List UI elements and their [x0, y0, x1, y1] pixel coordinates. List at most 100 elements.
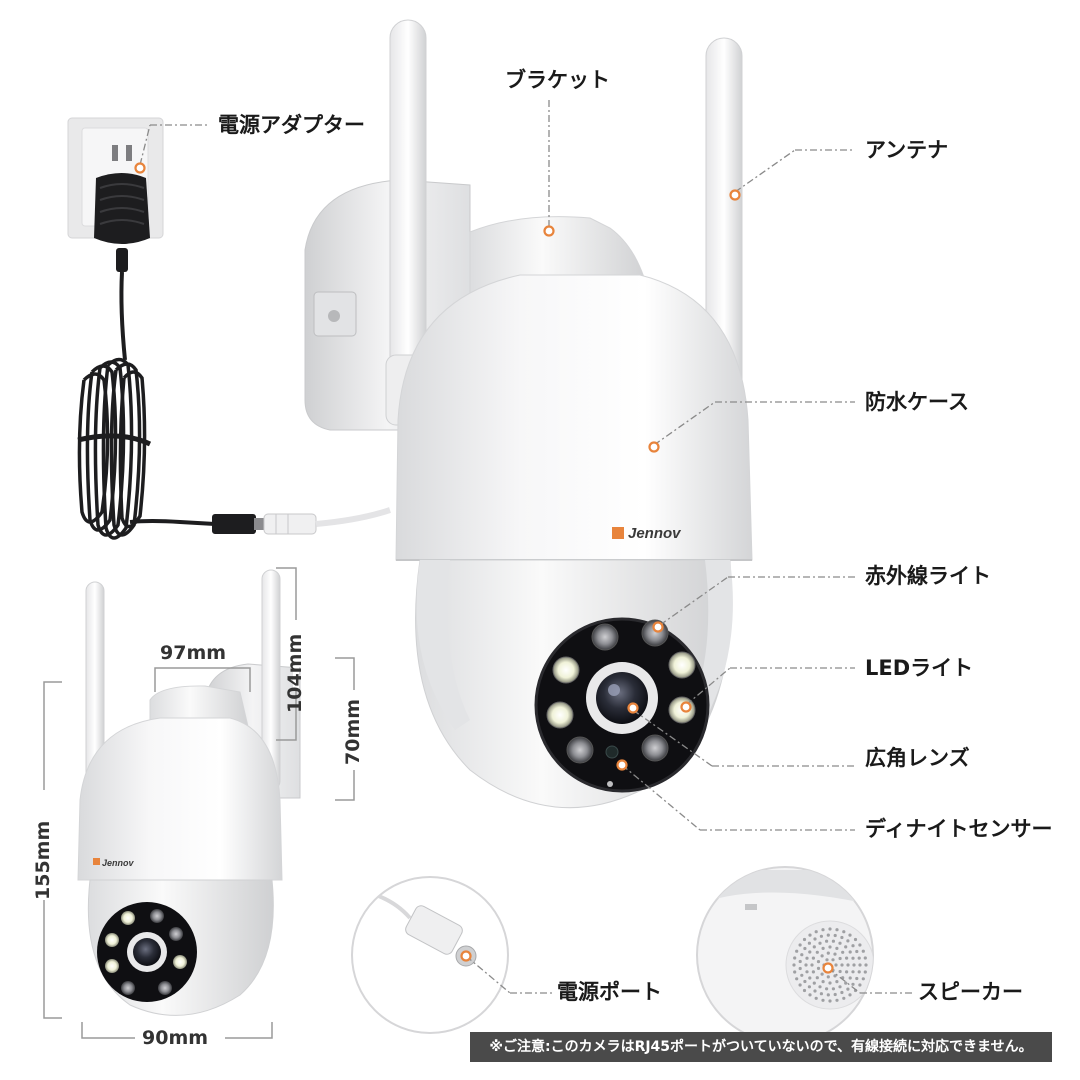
speaker-hole [838, 969, 842, 974]
speaker-hole [863, 970, 867, 974]
speaker-hole [857, 956, 861, 960]
speaker-hole [798, 943, 802, 947]
speaker-hole [826, 933, 830, 937]
speaker-hole [814, 996, 818, 1000]
label-speaker: スピーカー [918, 980, 1023, 1004]
speaker-hole [861, 949, 865, 953]
speaker-hole [792, 963, 796, 967]
speaker-hole [793, 970, 797, 974]
callout-markers [134, 162, 834, 974]
speaker-hole [851, 944, 855, 948]
dimension-total-height: 155mm [32, 820, 54, 900]
speaker-hole [815, 976, 819, 980]
speaker-hole [840, 935, 844, 940]
speaker-hole [857, 970, 861, 974]
label-waterproof-case: 防水ケース [865, 390, 969, 414]
speaker-hole [842, 930, 846, 934]
speaker-hole [802, 937, 807, 942]
speaker-hole [835, 980, 839, 984]
speaker-hole [840, 990, 844, 995]
speaker-hole [821, 980, 825, 984]
speaker-hole [858, 943, 862, 947]
brand-mark-icon [612, 527, 624, 539]
speaker-hole [838, 985, 842, 989]
speaker-hole [819, 992, 824, 996]
speaker-hole [826, 993, 830, 997]
speaker-hole [834, 963, 838, 967]
speaker-hole [852, 963, 856, 967]
dimension-bracket-depth: 70mm [342, 698, 364, 765]
label-bracket: ブラケット [505, 68, 610, 92]
speaker-grille [792, 927, 868, 1003]
speaker-hole [838, 941, 842, 945]
speaker-hole [842, 996, 846, 1000]
speaker-hole [864, 963, 868, 967]
speaker-hole [811, 970, 816, 974]
power-adapter-image [67, 117, 391, 540]
speaker-hole [805, 956, 809, 960]
speaker-hole [808, 976, 812, 980]
speaker-hole [808, 993, 812, 997]
speaker-hole [835, 998, 839, 1002]
speaker-hole [848, 950, 852, 954]
speaker-hole [798, 966, 802, 971]
label-wide-angle-lens: 広角レンズ [865, 746, 970, 770]
speaker-hole [805, 970, 809, 974]
label-power-port: 電源ポート [557, 980, 662, 1004]
speaker-hole [833, 992, 837, 997]
speaker-hole [848, 933, 852, 937]
speaker-hole [810, 963, 814, 967]
speaker-hole [798, 983, 802, 987]
speaker-hole [858, 963, 862, 967]
dimension-width-bottom: 90mm [142, 1027, 209, 1049]
speaker-hole [853, 937, 858, 942]
speaker-hole [800, 973, 804, 977]
speaker-hole [803, 946, 807, 951]
speaker-hole [803, 979, 807, 984]
speaker-hole [851, 956, 855, 960]
speaker-hole [851, 970, 855, 974]
speaker-hole [815, 950, 819, 954]
speaker-hole [833, 974, 837, 978]
speaker-hole [863, 956, 867, 960]
speaker-hole [844, 981, 848, 985]
speaker-hole [818, 941, 822, 945]
speaker-hole [851, 982, 855, 986]
main-camera-image [304, 19, 753, 809]
speaker-hole [813, 937, 817, 941]
speaker-hole [804, 963, 808, 967]
label-day-night-sensor: ディナイトセンサー [865, 817, 1053, 841]
speaker-hole [828, 945, 832, 949]
dimension-lines [41, 567, 357, 1041]
speaker-hole [802, 988, 807, 993]
speaker-hole [808, 933, 812, 937]
speaker-hole [828, 981, 832, 985]
speaker-hole [812, 981, 816, 985]
dimension-bracket-height: 104mm [284, 633, 306, 713]
speaker-hole [828, 927, 832, 931]
speaker-hole [793, 956, 797, 960]
speaker-hole [838, 956, 842, 961]
speaker-hole [820, 954, 824, 958]
speaker-hole [821, 998, 825, 1002]
speaker-hole [825, 958, 829, 962]
speaker-hole [816, 960, 821, 964]
speaker-hole [818, 985, 822, 989]
speaker-hole [819, 934, 824, 938]
power-port-detail [351, 876, 509, 1034]
small-brand-mark-icon [93, 858, 100, 865]
speaker-hole [800, 953, 804, 957]
speaker-hole [841, 950, 845, 954]
speaker-hole [846, 939, 850, 943]
speaker-hole [821, 928, 825, 932]
dimension-camera-image [77, 569, 301, 1016]
label-infrared-light: 赤外線ライト [865, 564, 991, 588]
speaker-hole [825, 987, 829, 991]
speaker-hole [816, 966, 821, 971]
speaker-hole [846, 987, 850, 991]
speaker-hole [795, 977, 799, 981]
speaker-hole [828, 999, 832, 1003]
speaker-hole [833, 952, 837, 956]
speaker-hole [835, 928, 839, 932]
